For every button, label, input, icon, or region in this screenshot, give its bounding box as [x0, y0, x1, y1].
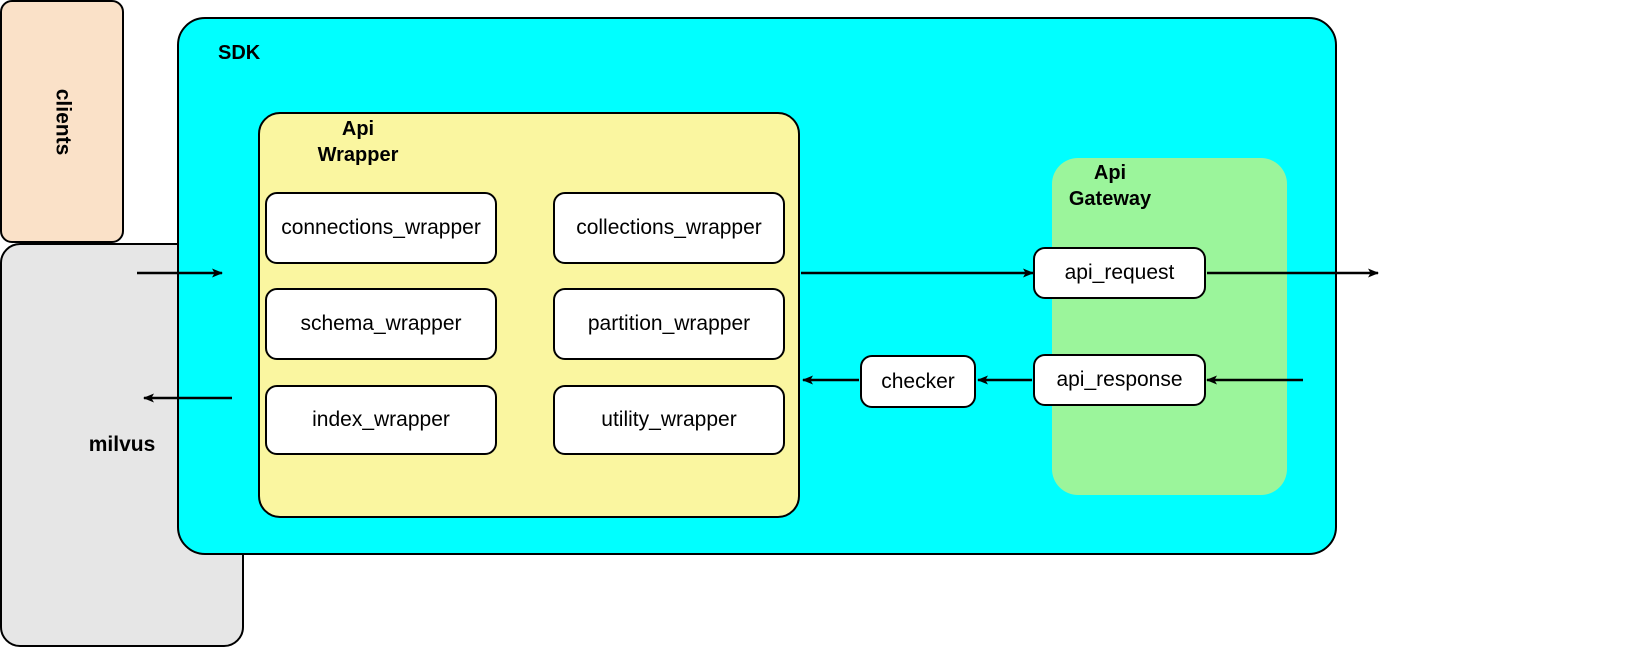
clients-label: clients: [51, 88, 74, 155]
diagram-canvas: SDK Api Wrapper Api Gateway connections_…: [0, 0, 1379, 647]
node-utility-wrapper[interactable]: utility_wrapper: [553, 385, 785, 455]
api-gateway-title: Api Gateway: [1068, 162, 1152, 210]
api-gateway-container: [1052, 158, 1287, 495]
node-index-wrapper[interactable]: index_wrapper: [265, 385, 497, 455]
api-wrapper-title: Api Wrapper: [317, 118, 399, 166]
node-partition-wrapper[interactable]: partition_wrapper: [553, 288, 785, 360]
node-connections-wrapper[interactable]: connections_wrapper: [265, 192, 497, 264]
node-api-response[interactable]: api_response: [1033, 354, 1206, 406]
node-api-request[interactable]: api_request: [1033, 247, 1206, 299]
node-clients[interactable]: clients: [0, 0, 124, 243]
node-collections-wrapper[interactable]: collections_wrapper: [553, 192, 785, 264]
node-checker[interactable]: checker: [860, 355, 976, 408]
node-schema-wrapper[interactable]: schema_wrapper: [265, 288, 497, 360]
sdk-title: SDK: [218, 42, 261, 64]
